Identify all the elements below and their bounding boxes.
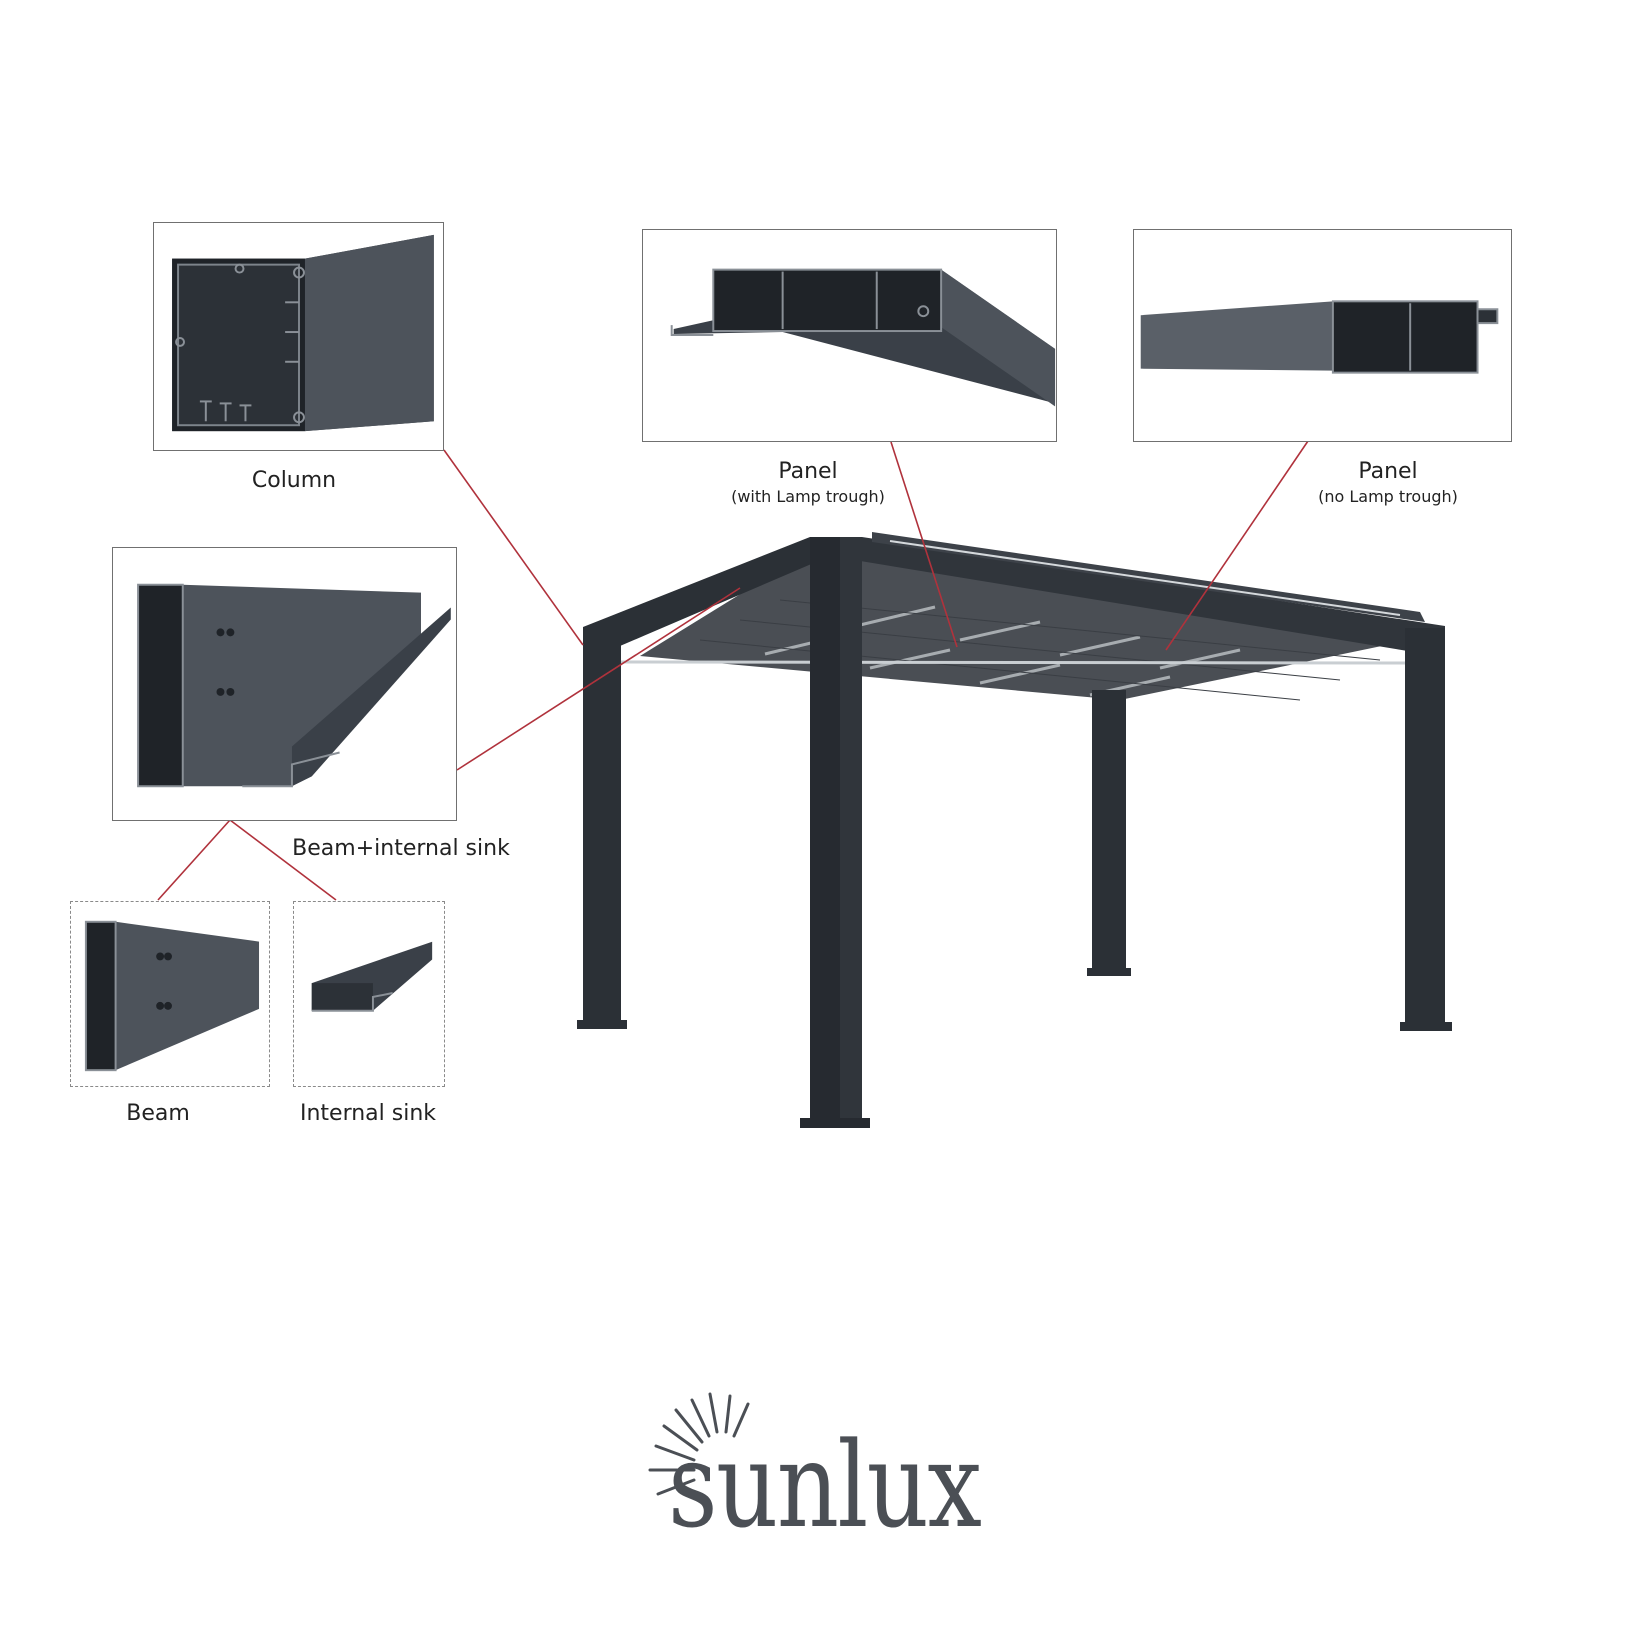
beam-label: Beam (126, 1101, 190, 1126)
panel-nolamp-profile-image (1140, 300, 1499, 374)
beam-sink-detail-panel (112, 547, 457, 821)
beam-sink-profile-image (137, 583, 451, 788)
beam-profile-image (84, 920, 260, 1072)
panel-lamp-sublabel: (with Lamp trough) (731, 487, 885, 506)
internal-sink-label: Internal sink (299, 1101, 437, 1126)
panel-nolamp-sublabel: (no Lamp trough) (1318, 487, 1458, 506)
panel-lamp-profile-image (670, 268, 1056, 407)
beam-sink-label: Beam+internal sink (292, 836, 510, 861)
internal-sink-detail-panel (293, 901, 445, 1087)
panel-nolamp-label: Panel (1358, 459, 1418, 484)
column-label: Column (251, 468, 337, 493)
internal-sink-profile-image (311, 941, 433, 1012)
column-profile-image (172, 234, 434, 432)
panel-lamp-label: Panel (778, 459, 838, 484)
brand-logo: sunlux (668, 1416, 982, 1554)
column-detail-panel (153, 222, 444, 451)
panel-lamp-detail-panel (642, 229, 1057, 442)
beam-detail-panel (70, 901, 270, 1087)
panel-nolamp-detail-panel (1133, 229, 1512, 442)
